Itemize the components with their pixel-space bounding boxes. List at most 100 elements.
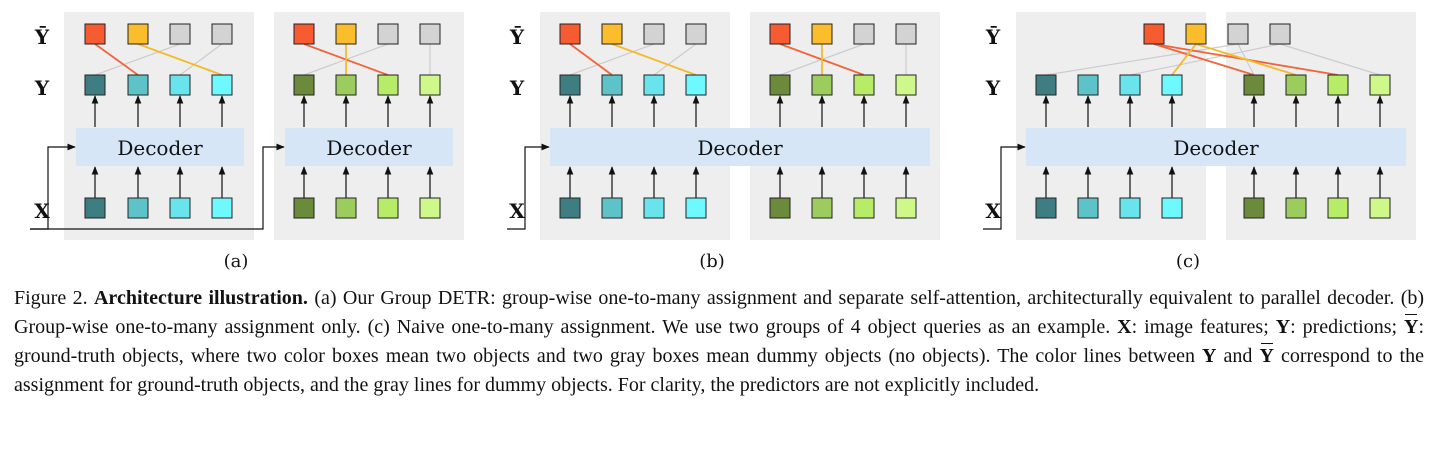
dummy-object-box [1227,23,1249,45]
dummy-object-box [643,23,665,45]
x-feed-arrow [983,143,1026,230]
row-label-ybar: Ȳ [985,25,1001,49]
dummy-line [1279,43,1381,76]
dummy-line [1045,43,1239,76]
gt-object-box [1185,23,1207,45]
caption-ybar-desc: : ground-truth objects, where two color … [14,316,1425,367]
figure-caption: Figure 2. Architecture illustration. (a)… [14,284,1424,400]
gt-object-box [769,23,791,45]
feature-box [1161,197,1183,219]
subfigure-label-c: (c) [1176,251,1200,272]
row-label-x: X [509,199,525,223]
prediction-box [84,74,106,96]
prediction-box [601,74,623,96]
gt-assignment-line [1171,43,1197,76]
gt-assignment-line [1195,43,1297,76]
prediction-box [1077,74,1099,96]
feature-box [419,197,441,219]
prediction-box [1119,74,1141,96]
row-label-ybar: Ȳ [34,25,50,49]
prediction-box [811,74,833,96]
prediction-box [685,74,707,96]
feature-box [601,197,623,219]
dummy-object-box [1269,23,1291,45]
decoder-label: Decoder [326,136,412,160]
caption-title: Architecture illustration. [93,287,308,309]
prediction-box [1243,74,1265,96]
feature-box [1077,197,1099,219]
prediction-box [1285,74,1307,96]
gt-object-box [127,23,149,45]
dummy-line [179,43,223,76]
dummy-object-box [895,23,917,45]
gt-object-box [559,23,581,45]
feature-box [169,197,191,219]
x-feed-arrow [507,143,550,230]
x-feed-arrow [30,143,285,230]
caption-ybar-symbol: Y [1404,313,1418,342]
feature-box [1035,197,1057,219]
gt-assignment-line [137,43,223,76]
feature-box [127,197,149,219]
dummy-line [653,43,697,76]
gt-assignment-line [1153,43,1255,76]
row-label-y: Y [34,76,50,100]
decoder-label: Decoder [117,136,203,160]
dummy-object-box [853,23,875,45]
gt-assignment-line [611,43,697,76]
subfigure-label-b: (b) [699,251,725,272]
caption-y-desc: : predictions; [1290,316,1398,338]
dummy-line [569,43,655,76]
prediction-box [211,74,233,96]
dummy-object-box [419,23,441,45]
prediction-box [853,74,875,96]
feature-box [811,197,833,219]
row-label-y: Y [509,76,525,100]
caption-x-symbol: X [1117,316,1132,338]
row-label-y: Y [985,76,1001,100]
prediction-box [1369,74,1391,96]
decoder-label: Decoder [697,136,783,160]
feature-box [211,197,233,219]
row-label-ybar: Ȳ [509,25,525,49]
feature-box [1285,197,1307,219]
caption-x-desc: : image features; [1131,316,1269,338]
feature-box [853,197,875,219]
subfigure-label-a: (a) [224,251,249,272]
feature-box [335,197,357,219]
feature-box [1119,197,1141,219]
prediction-box [1035,74,1057,96]
gt-object-box [1143,23,1165,45]
prediction-box [419,74,441,96]
prediction-box [293,74,315,96]
caption-figure-number: Figure 2. [14,287,88,309]
gt-object-box [84,23,106,45]
gt-assignment-line [569,43,613,76]
feature-box [643,197,665,219]
gt-object-box [811,23,833,45]
caption-ybar-symbol-2: Y [1260,342,1274,371]
prediction-box [127,74,149,96]
decoder-label: Decoder [1173,136,1259,160]
decoder-a-right [285,128,453,166]
feature-box [685,197,707,219]
decoder-c [1026,128,1406,166]
dummy-object-box [169,23,191,45]
caption-rest: correspond to the assignment for ground-… [14,345,1424,396]
prediction-box [769,74,791,96]
feature-box [1369,197,1391,219]
feature-box [769,197,791,219]
prediction-box [169,74,191,96]
feature-box [559,197,581,219]
feature-box [377,197,399,219]
row-label-x: X [985,199,1001,223]
dummy-line [94,43,181,76]
gt-assignment-line [94,43,139,76]
feature-box [84,197,106,219]
dummy-object-box [211,23,233,45]
prediction-box [643,74,665,96]
caption-y-symbol-2: Y [1202,345,1217,367]
prediction-box [1161,74,1183,96]
prediction-box [559,74,581,96]
